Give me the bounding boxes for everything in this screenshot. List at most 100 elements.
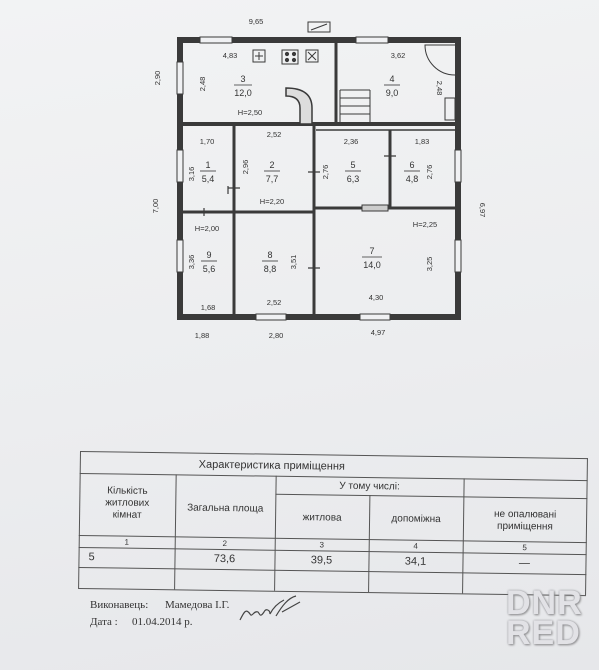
dim-room1-width: 1,70 bbox=[200, 137, 215, 146]
cabinet-icon bbox=[444, 97, 456, 121]
dim-room4-depth: 2,48 bbox=[435, 81, 444, 96]
room-5: 5 6,3 bbox=[345, 160, 361, 184]
dim-top-left: 4,83 bbox=[223, 51, 238, 60]
svg-text:2: 2 bbox=[269, 160, 274, 170]
table-title: Характеристика приміщення bbox=[198, 458, 345, 473]
window bbox=[355, 36, 389, 44]
height-mid: H=2,20 bbox=[260, 197, 284, 206]
dim-room8-height: 3,51 bbox=[289, 255, 298, 270]
svg-text:9: 9 bbox=[206, 250, 211, 260]
col-living-header: житлова bbox=[302, 512, 342, 524]
col-auxiliary-header: допоміжна bbox=[391, 513, 441, 526]
dim-room7-height: 3,25 bbox=[425, 257, 434, 272]
executor-label: Виконавець: bbox=[90, 599, 149, 611]
date-value: 01.04.2014 р. bbox=[132, 616, 193, 628]
window bbox=[255, 313, 287, 321]
executor-name: Мамедова І.Г. bbox=[165, 599, 230, 611]
svg-text:6,3: 6,3 bbox=[347, 174, 360, 184]
room-9: 9 5,6 bbox=[201, 250, 217, 274]
dim-overall-width: 9,65 bbox=[249, 17, 264, 26]
svg-text:6: 6 bbox=[409, 160, 414, 170]
chimney-shape bbox=[285, 87, 313, 125]
dim-room8-width: 2,52 bbox=[267, 298, 282, 307]
svg-text:7,7: 7,7 bbox=[266, 174, 279, 184]
dim-bottom-right: 4,97 bbox=[371, 328, 386, 337]
svg-text:12,0: 12,0 bbox=[234, 88, 252, 98]
col-number: 3 bbox=[319, 540, 324, 550]
height-right: H=2,25 bbox=[413, 220, 437, 229]
dim-room5-width: 2,36 bbox=[344, 137, 359, 146]
col-number: 5 bbox=[522, 543, 527, 553]
dim-room5-height: 2,76 bbox=[321, 165, 330, 180]
svg-text:4: 4 bbox=[389, 74, 394, 84]
window bbox=[176, 149, 184, 183]
dim-room2-width: 2,52 bbox=[267, 130, 282, 139]
dim-right-height: 6,97 bbox=[478, 203, 487, 218]
room-1: 1 5,4 bbox=[200, 160, 216, 184]
dim-room2-height: 2,96 bbox=[241, 160, 250, 175]
room-2: 2 7,7 bbox=[264, 160, 280, 184]
dim-overall-height: 7,00 bbox=[151, 199, 160, 214]
svg-text:8,8: 8,8 bbox=[264, 264, 277, 274]
svg-text:14,0: 14,0 bbox=[363, 260, 381, 270]
col-number: 4 bbox=[413, 541, 418, 551]
value-unheated: — bbox=[518, 557, 531, 570]
value-rooms: 5 bbox=[88, 551, 95, 564]
dim-bottom-left: 1,88 bbox=[195, 331, 210, 340]
boiler-icon bbox=[305, 49, 319, 63]
dim-room9-height: 3,36 bbox=[187, 255, 196, 270]
room-6: 6 4,8 bbox=[404, 160, 420, 184]
window-top-right-icon bbox=[307, 21, 331, 33]
date-label: Дата : bbox=[90, 616, 118, 628]
svg-text:5,4: 5,4 bbox=[202, 174, 215, 184]
col-number: 1 bbox=[124, 537, 130, 547]
window bbox=[454, 149, 462, 183]
door-arc-icon bbox=[424, 44, 456, 76]
height-left: H=2,00 bbox=[195, 224, 219, 233]
svg-text:5: 5 bbox=[350, 160, 355, 170]
window bbox=[359, 313, 391, 321]
room-4: 4 9,0 bbox=[384, 74, 400, 98]
height-top: H=2,50 bbox=[238, 108, 262, 117]
radiator-icon bbox=[361, 204, 389, 212]
svg-text:8: 8 bbox=[267, 250, 272, 260]
stairs-icon bbox=[339, 89, 371, 122]
svg-text:3: 3 bbox=[240, 74, 245, 84]
room-7: 7 14,0 bbox=[362, 246, 382, 270]
watermark-logo: DNR RED bbox=[506, 584, 583, 652]
stove-icon bbox=[281, 49, 299, 65]
floor-plan: 9,65 4,83 3,62 2,90 7,00 6,97 2,48 2,48 … bbox=[151, 17, 487, 340]
dim-room7-width: 4,30 bbox=[369, 293, 384, 302]
value-total-area: 73,6 bbox=[213, 552, 236, 566]
dim-left-upper: 2,90 bbox=[153, 71, 162, 86]
svg-text:1: 1 bbox=[205, 160, 210, 170]
svg-text:7: 7 bbox=[369, 246, 374, 256]
dim-room3-depth: 2,48 bbox=[198, 77, 207, 92]
signature-icon bbox=[239, 595, 301, 621]
svg-text:4,8: 4,8 bbox=[406, 174, 419, 184]
dim-room6-width: 1,83 bbox=[415, 137, 430, 146]
subheader-including: У тому числі: bbox=[339, 480, 400, 493]
window bbox=[199, 36, 233, 44]
svg-text:5,6: 5,6 bbox=[203, 264, 216, 274]
value-living-area: 39,5 bbox=[310, 554, 333, 567]
window bbox=[454, 239, 462, 273]
col-number: 2 bbox=[222, 538, 228, 549]
room-3: 3 12,0 bbox=[234, 74, 252, 98]
dim-room1-height: 3,16 bbox=[187, 167, 196, 182]
window bbox=[176, 61, 184, 95]
sink-icon bbox=[252, 49, 266, 63]
value-auxiliary-area: 34,1 bbox=[404, 555, 427, 568]
dim-room9-width: 1,68 bbox=[201, 303, 216, 312]
dim-bottom-mid: 2,80 bbox=[269, 331, 284, 340]
dim-top-right: 3,62 bbox=[391, 51, 406, 60]
window bbox=[176, 239, 184, 273]
room-8: 8 8,8 bbox=[262, 250, 278, 274]
svg-text:9,0: 9,0 bbox=[386, 88, 399, 98]
col-total-area-header: Загальна площа bbox=[187, 502, 264, 515]
dim-room6-height: 2,76 bbox=[425, 165, 434, 180]
